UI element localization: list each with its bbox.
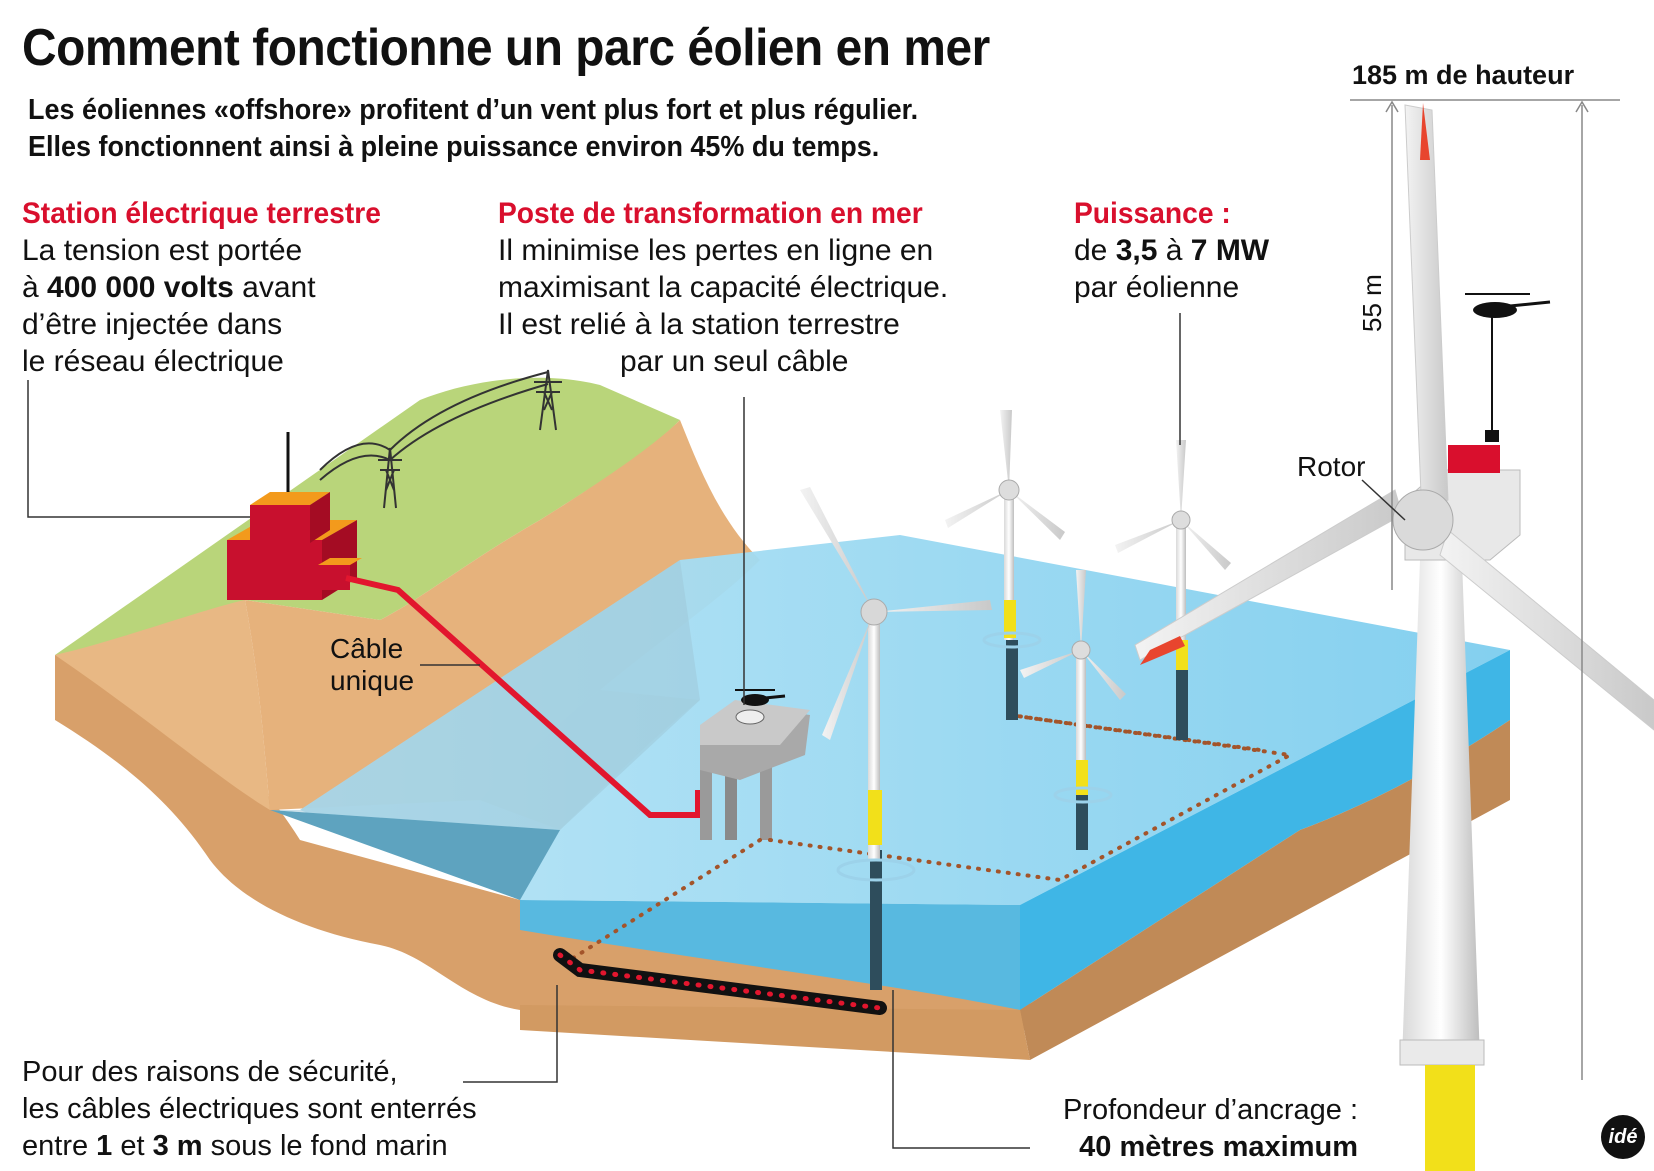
text-fragment: à (22, 271, 48, 304)
station-line: La tension est portée (22, 234, 303, 267)
pylon-icon (378, 447, 402, 509)
text-fragment: sous le fond marin (202, 1130, 448, 1162)
cable-label-line: Câble (330, 633, 404, 664)
puissance-heading: Puissance : (1074, 197, 1231, 230)
depth-max: 3 m (152, 1130, 203, 1162)
substation-icon (227, 432, 362, 600)
poste-block: Poste de transformation en mer Il minimi… (498, 195, 950, 380)
poste-line: par un seul câble (620, 345, 849, 378)
puissance-block: Puissance : de 3,5 à 7 MW par éolienne (1074, 195, 1269, 306)
text-fragment: entre (22, 1130, 97, 1162)
pylon-icon (534, 369, 562, 431)
main-cable (345, 575, 701, 818)
height-label: 185 m de hauteur (1352, 60, 1575, 90)
dimension-lines (1350, 99, 1620, 1080)
subtitle-line: Elles fonctionnent ainsi à pleine puissa… (28, 131, 880, 163)
turbine-icon (1115, 440, 1231, 670)
poste-line: Il minimise les pertes en ligne en (498, 234, 934, 267)
text-fragment: avant (233, 271, 316, 304)
helicopter-icon (735, 689, 786, 706)
text-fragment: à (1157, 234, 1191, 267)
power-pylons (319, 369, 562, 509)
depth-min: 1 (96, 1130, 113, 1162)
station-heading: Station électrique terrestre (22, 197, 381, 230)
leader-lines (27, 313, 1406, 1149)
helicopter-icon (1465, 293, 1551, 318)
power-max: 7 MW (1190, 234, 1270, 267)
offshore-substation (700, 689, 810, 840)
rotor-label: Rotor (1297, 451, 1366, 482)
cable-label-line: unique (330, 665, 415, 696)
profondeur-block: Profondeur d’ancrage : 40 mètres maximum (1028, 1092, 1358, 1166)
foundations (870, 640, 1188, 990)
station-block: Station électrique terrestre La tension … (22, 195, 404, 380)
subtitle-line: Les éoliennes «offshore» profitent d’un … (28, 94, 919, 126)
subtitle: Les éoliennes «offshore» profitent d’un … (28, 92, 918, 166)
securite-line: Pour des raisons de sécurité, (22, 1056, 398, 1088)
text-fragment: et (112, 1130, 153, 1162)
poste-line: Il est relié à la station terrestre (498, 308, 900, 341)
poste-heading: Poste de transformation en mer (498, 197, 923, 230)
turbine-icon (1020, 570, 1126, 804)
profondeur-line: 40 mètres maximum (1079, 1131, 1358, 1163)
turbine-icon (800, 487, 992, 882)
large-turbine (1134, 103, 1654, 1171)
logo-icon: idé (1601, 1115, 1645, 1159)
array-cable (553, 688, 1297, 1015)
profondeur-line: Profondeur d’ancrage : (1062, 1094, 1358, 1126)
station-line: le réseau électrique (22, 345, 284, 378)
power-min: 3,5 (1115, 234, 1158, 267)
securite-line: les câbles électriques sont enterrés (22, 1093, 477, 1125)
puissance-line: par éolienne (1074, 271, 1240, 304)
station-line: d’être injectée dans (22, 308, 283, 341)
poste-line: maximisant la capacité électrique. (498, 271, 949, 304)
cable-label: Câble unique (330, 633, 414, 697)
blade-length-label: 55 m (1357, 274, 1387, 332)
securite-block: Pour des raisons de sécurité, les câbles… (22, 1054, 477, 1165)
station-line: à 400 000 volts avant (22, 269, 404, 306)
voltage-value: 400 000 volts (47, 271, 234, 304)
puissance-line: de 3,5 à 7 MW (1074, 232, 1269, 269)
securite-line: entre 1 et 3 m sous le fond marin (22, 1128, 477, 1165)
page-title: Comment fonctionne un parc éolien en mer (22, 19, 990, 77)
text-fragment: de (1074, 234, 1116, 267)
turbine-icon (945, 410, 1065, 649)
